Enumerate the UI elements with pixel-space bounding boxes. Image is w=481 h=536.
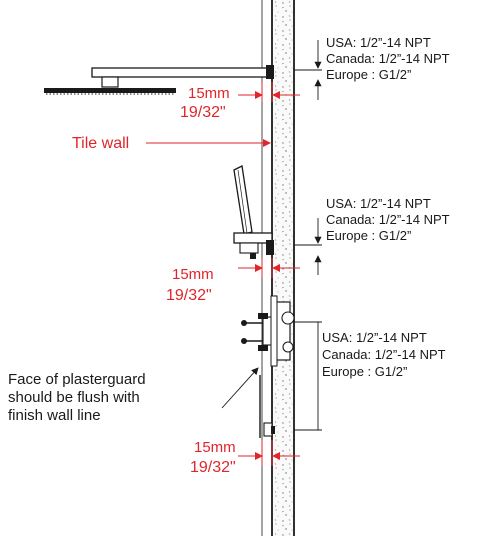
tile-wall-label: Tile wall [72, 135, 129, 152]
offset-label-middle: 15mm 19/32" [166, 266, 214, 304]
spec-block-lower: USA: 1/2”-14 NPT Canada: 1/2”-14 NPT Eur… [322, 330, 446, 379]
plasterguard-note: Face of plasterguard should be flush wit… [8, 371, 146, 424]
spec-canada: Canada: 1/2”-14 NPT [326, 212, 450, 227]
spec-canada: Canada: 1/2”-14 NPT [326, 51, 450, 66]
offset-inch: 19/32" [166, 287, 212, 304]
spec-europe: Europe : G1/2” [326, 228, 411, 243]
spec-usa: USA: 1/2”-14 NPT [326, 35, 431, 50]
offset-label-top: 15mm 19/32" [180, 85, 230, 121]
note-line: finish wall line [8, 407, 101, 424]
offset-inch: 19/32" [190, 459, 236, 476]
thread-dimension-top [294, 40, 322, 100]
hand-shower [233, 165, 274, 259]
spec-usa: USA: 1/2”-14 NPT [322, 330, 427, 345]
offset-mm: 15mm [172, 266, 214, 283]
offset-dimension-middle [238, 258, 300, 278]
offset-label-bottom: 15mm 19/32" [190, 439, 236, 476]
offset-inch: 19/32" [180, 104, 226, 121]
plasterguard-leader [221, 367, 259, 409]
spec-block-middle: USA: 1/2”-14 NPT Canada: 1/2”-14 NPT Eur… [326, 196, 450, 243]
rain-shower-head [44, 65, 274, 95]
thread-dimension-lower [294, 321, 322, 431]
spec-block-top: USA: 1/2”-14 NPT Canada: 1/2”-14 NPT Eur… [326, 35, 450, 82]
spec-europe: Europe : G1/2” [326, 67, 411, 82]
note-line: should be flush with [8, 389, 140, 406]
offset-mm: 15mm [188, 85, 230, 102]
note-line: Face of plasterguard [8, 371, 146, 388]
spec-europe: Europe : G1/2” [322, 364, 407, 379]
plasterguard [259, 375, 275, 438]
valve-body [241, 295, 295, 367]
offset-mm: 15mm [194, 439, 236, 456]
spec-usa: USA: 1/2”-14 NPT [326, 196, 431, 211]
thread-dimension-middle [294, 218, 322, 275]
offset-dimension-top [238, 82, 300, 102]
spec-canada: Canada: 1/2”-14 NPT [322, 347, 446, 362]
offset-dimension-bottom [238, 440, 300, 466]
